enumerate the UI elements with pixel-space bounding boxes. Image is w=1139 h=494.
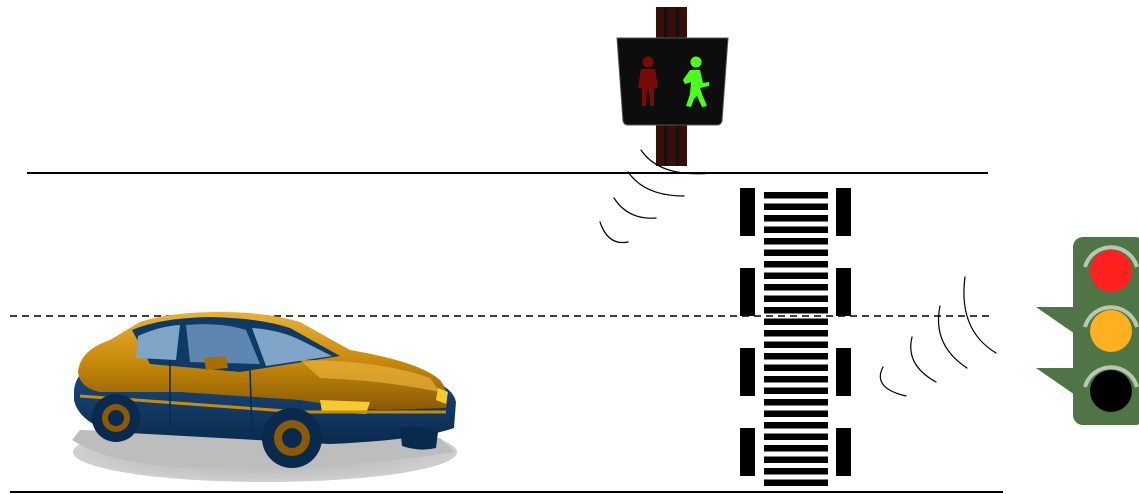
crosswalk-stripe <box>764 422 828 429</box>
rear-wheel <box>92 394 140 442</box>
crosswalk-stripe <box>764 284 828 291</box>
crosswalk-stripe <box>764 330 828 337</box>
traffic-light-visor-top <box>1036 307 1078 336</box>
traffic-light-icon <box>1036 237 1139 425</box>
crosswalk-stripe <box>764 204 828 211</box>
crosswalk-stripe <box>764 399 828 406</box>
zebra-crossing-icon <box>740 188 851 486</box>
crosswalk-stripe <box>764 238 828 245</box>
crosswalk-stripe <box>764 480 828 487</box>
far-front-wheel <box>400 427 438 450</box>
pedestrian-signal-icon <box>617 7 728 166</box>
crosswalk-stripe <box>764 215 828 222</box>
crosswalk-stripe <box>764 468 828 475</box>
car-icon <box>72 312 457 482</box>
wireless-signal-icon <box>600 150 712 243</box>
crosswalk-stripe <box>764 250 828 257</box>
crosswalk-stripe <box>764 307 828 314</box>
front-wheel <box>262 408 322 468</box>
crosswalk-stripe <box>764 261 828 268</box>
crosswalk-stripe <box>764 296 828 303</box>
crosswalk-stripe <box>764 273 828 280</box>
crosswalk-stripe <box>764 342 828 349</box>
signal-housing <box>617 38 728 125</box>
crosswalk-stripe <box>764 457 828 464</box>
crosswalk-stripe <box>764 388 828 395</box>
crosswalk-stripe <box>764 319 828 326</box>
crosswalk-stripe <box>764 445 828 452</box>
red-lamp <box>1090 250 1132 292</box>
crosswalk-stripe <box>764 192 828 199</box>
crosswalk-stripe <box>764 434 828 441</box>
crosswalk-stripe <box>764 227 828 234</box>
crosswalk-stripe <box>764 376 828 383</box>
traffic-light-visor-bottom <box>1036 368 1078 397</box>
crosswalk-stripe <box>764 353 828 360</box>
yellow-lamp <box>1090 310 1132 352</box>
green-lamp <box>1090 370 1132 412</box>
crosswalk-stripe <box>764 365 828 372</box>
wireless-signal-icon <box>880 277 996 396</box>
crosswalk-stripe <box>764 411 828 418</box>
